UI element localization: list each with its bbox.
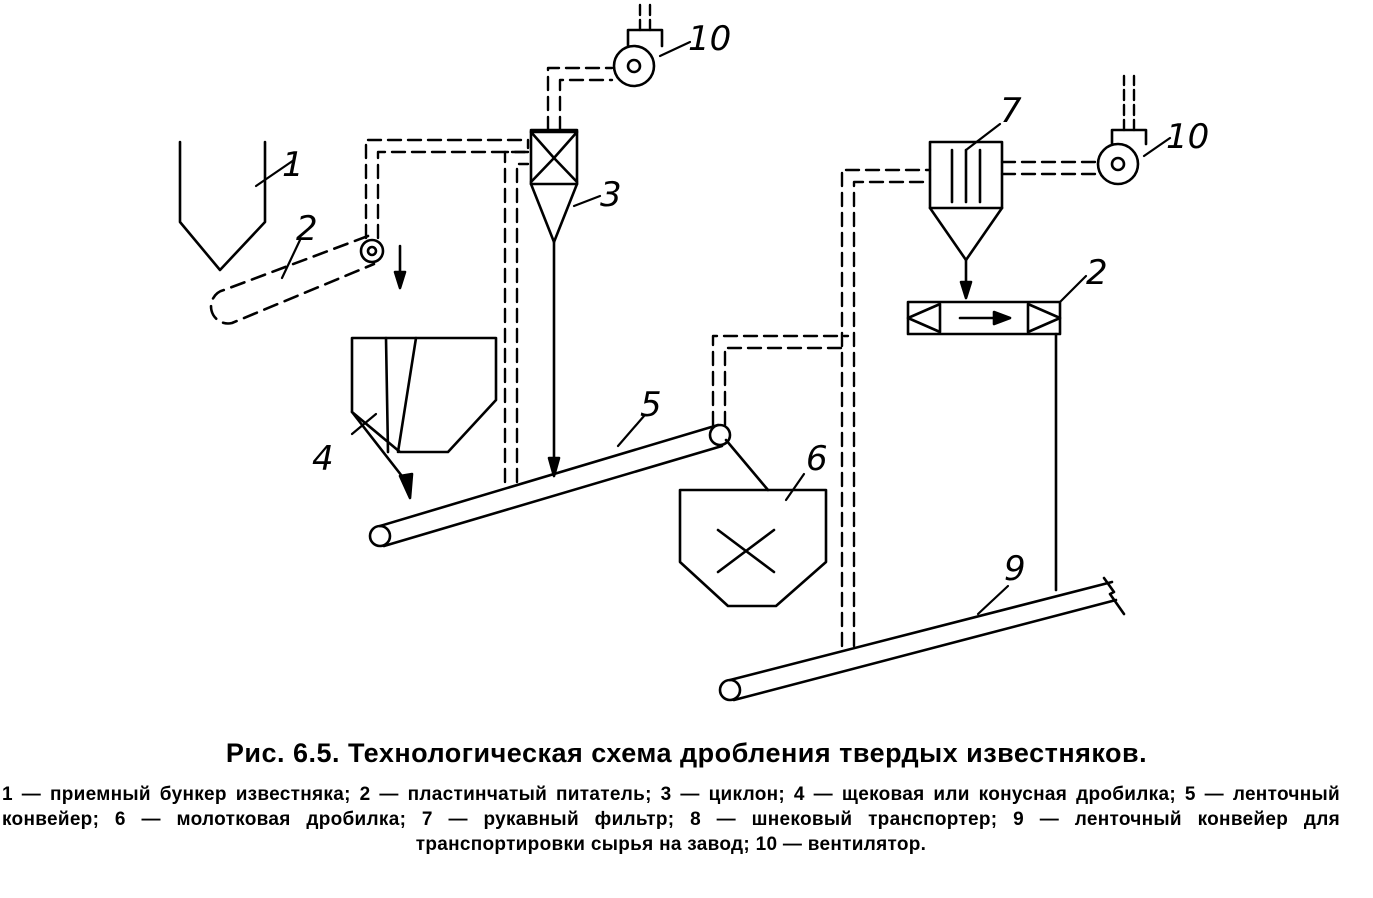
leader-lines bbox=[254, 40, 1172, 616]
label-hammer-crusher: 6 bbox=[806, 439, 828, 479]
label-fan-left: 10 bbox=[688, 19, 731, 59]
label-fan-right: 10 bbox=[1166, 117, 1209, 157]
plate-feeder bbox=[209, 234, 407, 325]
label-plate-feeder: 2 bbox=[296, 209, 318, 249]
receiving-hopper bbox=[178, 140, 267, 272]
label-cyclone: 3 bbox=[600, 175, 622, 215]
air-duct-crusher-cyclone bbox=[503, 150, 530, 484]
screw-conveyor bbox=[906, 300, 1062, 592]
bag-filter bbox=[928, 140, 1004, 300]
air-duct-cyclone-fan bbox=[546, 66, 614, 132]
figure-legend: 1 — приемный бункер известняка; 2 — плас… bbox=[2, 784, 1340, 855]
air-duct-conveyor-hammer bbox=[711, 334, 850, 427]
air-duct-feeder-cyclone bbox=[364, 138, 530, 240]
label-screw-conveyor: 2 bbox=[1086, 253, 1108, 293]
hammer-crusher bbox=[678, 438, 828, 608]
figure-caption-title: Рис. 6.5. Технологическая схема дроблени… bbox=[225, 738, 1148, 768]
belt-conveyor-5 bbox=[368, 423, 732, 548]
label-jaw-crusher: 4 bbox=[312, 439, 334, 479]
process-flow-diagram: 1 2 3 4 5 6 7 2 9 10 10 bbox=[178, 0, 1209, 702]
air-duct-filter-fan bbox=[1000, 160, 1098, 176]
label-receiving-hopper: 1 bbox=[282, 145, 304, 185]
label-bag-filter: 7 bbox=[1000, 91, 1022, 131]
exhaust-fan-left bbox=[612, 0, 664, 88]
jaw-crusher bbox=[350, 336, 498, 500]
air-duct-main bbox=[840, 168, 932, 648]
belt-conveyor-9 bbox=[718, 576, 1126, 702]
cyclone bbox=[529, 128, 579, 478]
exhaust-fan-right bbox=[1096, 74, 1148, 186]
label-belt-conveyor-9: 9 bbox=[1004, 549, 1026, 589]
label-belt-conveyor-5: 5 bbox=[640, 385, 662, 425]
